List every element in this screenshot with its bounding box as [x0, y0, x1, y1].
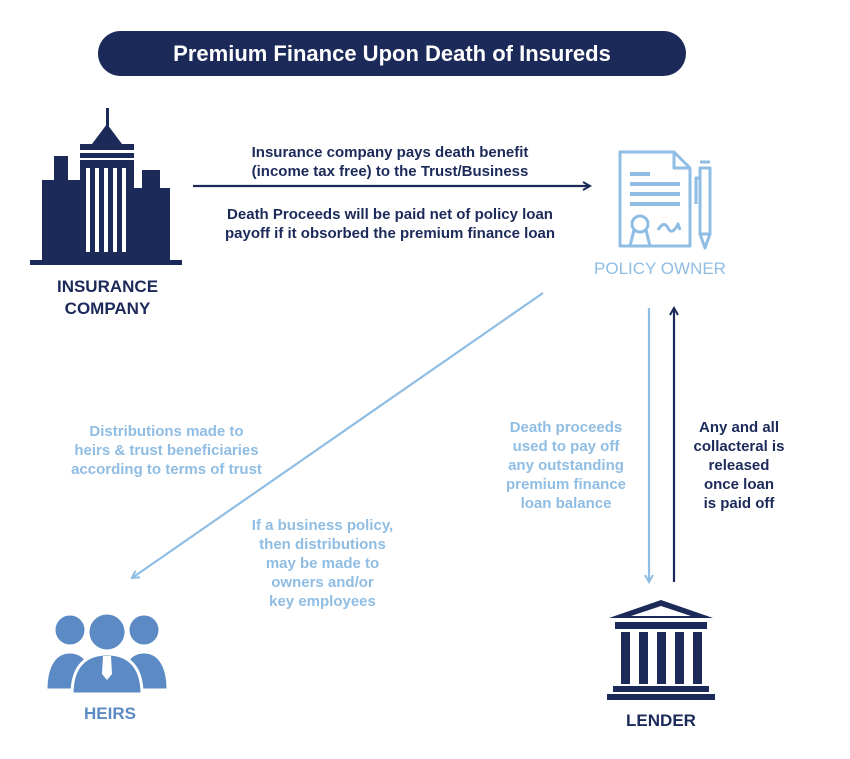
business-policy-note-line5: key employees — [269, 593, 376, 610]
loan-payoff-proceeds-note-line2: used to pay off — [512, 438, 620, 455]
insurer-payment-note: Insurance company pays death benefit (in… — [200, 143, 580, 181]
policy-document-pen-icon — [618, 150, 712, 250]
business-policy-note: If a business policy, then distributions… — [225, 516, 420, 611]
business-policy-note-line3: may be made to — [265, 555, 380, 572]
trust-distribution-note-line2: heirs & trust beneficiaries — [74, 442, 259, 459]
collateral-release-note-line1: Any and all — [698, 419, 780, 436]
collateral-release-note-line2: collacteral is — [693, 438, 785, 455]
insurer-payment-note-line2: (income tax free) to the Trust/Business — [251, 163, 529, 180]
heirs-label: HEIRS — [84, 704, 136, 723]
insurer-payment-note-line1: Insurance company pays death benefit — [251, 144, 529, 161]
lender-label: LENDER — [626, 711, 696, 730]
trust-distribution-note-line1: Distributions made to — [89, 423, 244, 440]
business-policy-note-line4: owners and/or — [271, 574, 374, 591]
loan-payoff-note-line2: payoff if it obsorbed the premium financ… — [224, 225, 556, 242]
insurance-company-label-line1: INSURANCE — [56, 277, 159, 296]
collateral-release-note: Any and all collacteral is released once… — [680, 418, 798, 513]
loan-payoff-proceeds-note-line1: Death proceeds — [509, 419, 623, 436]
arrow-owner-to-heirs — [132, 292, 544, 578]
insurance-company-label-line2: COMPANY — [64, 299, 151, 318]
collateral-release-note-line5: is paid off — [703, 495, 775, 512]
policy-owner-label: POLICY OWNER — [594, 259, 726, 278]
insurance-company-label: INSURANCE COMPANY — [20, 276, 195, 320]
trust-distribution-note: Distributions made to heirs & trust bene… — [44, 422, 289, 479]
loan-payoff-note-line1: Death Proceeds will be paid net of polic… — [227, 206, 553, 223]
loan-payoff-proceeds-note-line4: premium finance — [505, 476, 627, 493]
bank-icon — [607, 600, 715, 700]
loan-payoff-note: Death Proceeds will be paid net of polic… — [190, 205, 590, 243]
business-policy-note-line2: then distributions — [259, 536, 386, 553]
page-title-text: Premium Finance Upon Death of Insureds — [173, 40, 611, 66]
loan-payoff-proceeds-note-line3: any outstanding — [508, 457, 624, 474]
collateral-release-note-line3: released — [708, 457, 770, 474]
loan-payoff-proceeds-note-line5: loan balance — [520, 495, 612, 512]
people-group-icon — [44, 611, 170, 696]
page-title: Premium Finance Upon Death of Insureds — [98, 31, 686, 76]
trust-distribution-note-line3: according to terms of trust — [71, 461, 262, 478]
office-building-icon — [30, 108, 182, 265]
business-policy-note-line1: If a business policy, — [251, 517, 394, 534]
loan-payoff-proceeds-note: Death proceeds used to pay off any outst… — [492, 418, 640, 513]
collateral-release-note-line4: once loan — [703, 476, 774, 493]
